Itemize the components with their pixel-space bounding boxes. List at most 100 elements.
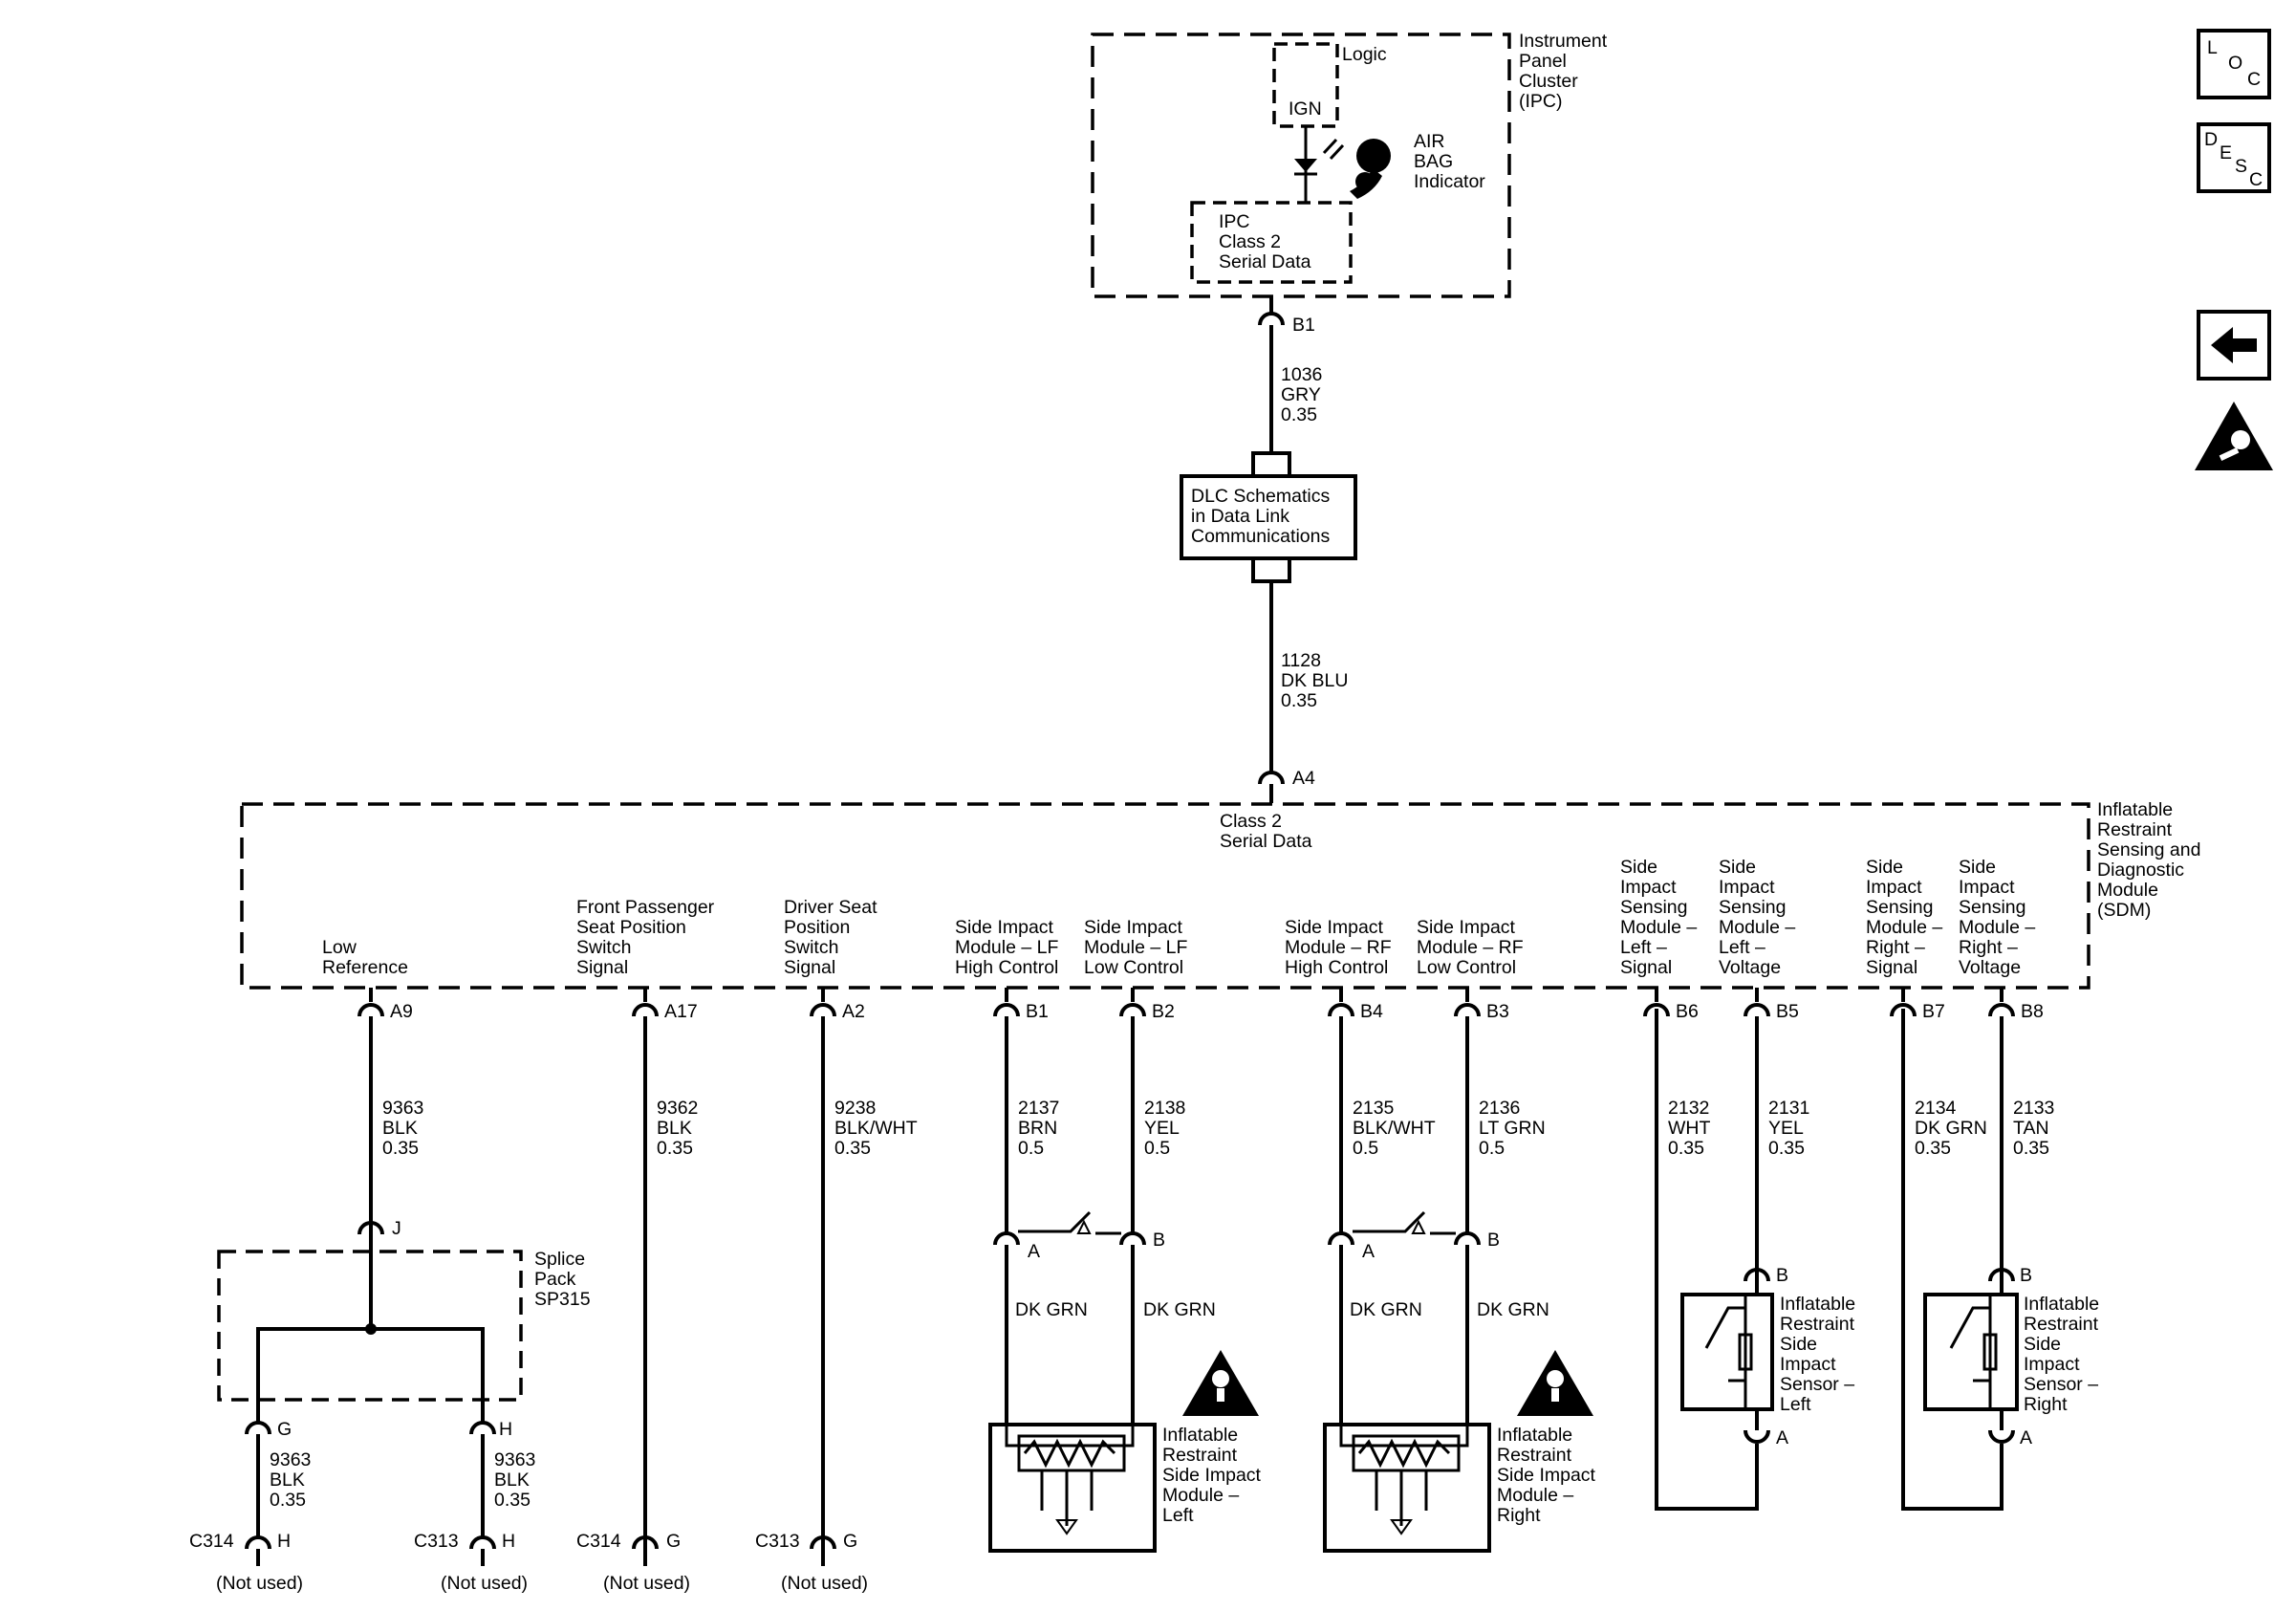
wire-1036: 1036 GRY 0.35 — [1281, 364, 1328, 425]
conn-c313-pin-g: G — [843, 1531, 857, 1552]
logic-label: Logic — [1342, 44, 1387, 65]
pin-rf-b: B — [1487, 1230, 1500, 1251]
sensor-switch-icon — [1704, 1306, 1745, 1349]
wire-rf-b-color: DK GRN — [1477, 1299, 1549, 1320]
conn-c313: C313 — [414, 1531, 459, 1552]
pin-b2: B2 — [1152, 1001, 1175, 1022]
loc-letter-c: C — [2247, 69, 2261, 90]
note-not-used: (Not used) — [603, 1573, 690, 1594]
svg-text:DLC Schematics in Data L: DLC Schematics in Data Link Communicatio… — [1191, 486, 1335, 547]
airbag-indicator-label: AIR BAG Indicator — [1414, 131, 1485, 192]
squib-icon — [1357, 1438, 1451, 1469]
sensor-right-name: Inflatable Restraint Side Impact Sensor … — [2024, 1294, 2105, 1415]
rf-module-name: Inflatable Restraint Side Impact Module … — [1497, 1425, 1600, 1526]
pin-b6: B6 — [1676, 1001, 1699, 1022]
sdm-module: Class 2 Serial Data Inflatable Restraint… — [240, 799, 2206, 990]
note-not-used: (Not used) — [216, 1573, 303, 1594]
conn-c314: C314 — [189, 1531, 234, 1552]
shorting-bar-icon — [1353, 1210, 1426, 1233]
shorting-bar-icon — [1018, 1210, 1092, 1233]
sdm-name: Inflatable Restraint Sensing and Diagnos… — [2097, 799, 2206, 921]
end-connector-a17: C314 G (Not used) — [576, 1531, 690, 1594]
connector-splice-h — [469, 1421, 496, 1435]
connector-b1 — [993, 1003, 1020, 1017]
sdm-class2-label: Class 2 Serial Data — [1220, 811, 1312, 852]
connector-a2 — [810, 1003, 836, 1017]
pin-b1: B1 — [1026, 1001, 1049, 1022]
loc-letter-o: O — [2228, 53, 2242, 74]
connector-b6 — [1643, 1003, 1670, 1017]
side-impact-module-right: A B DK GRN DK GRN Inflatable Restraint S… — [1323, 1210, 1600, 1553]
dlc-schematics-link[interactable]: DLC Schematics in Data Link Communicatio… — [1180, 474, 1357, 560]
lf-module-name: Inflatable Restraint Side Impact Module … — [1162, 1425, 1266, 1526]
ipc-module: Instrument Panel Cluster (IPC) Logic IGN… — [1091, 31, 1613, 298]
wire-lf-a-color: DK GRN — [1015, 1299, 1088, 1320]
pin-sdm-a4: A4 — [1292, 768, 1315, 789]
sensor-switch-icon — [1949, 1306, 1990, 1349]
splice-pack-sp315: J Splice Pack SP315 G 9363 BLK 0.35 C314… — [189, 1218, 591, 1594]
note-not-used: (Not used) — [441, 1573, 528, 1594]
connector-splice-g — [245, 1421, 271, 1435]
connector-c313-h — [469, 1535, 496, 1550]
desc-letter-e: E — [2220, 142, 2232, 163]
wire-rf-a-color: DK GRN — [1350, 1299, 1422, 1320]
pin-sensor-left-b: B — [1776, 1265, 1788, 1286]
pin-rf-a: A — [1362, 1241, 1375, 1262]
side-impact-module-left: A B DK GRN DK GRN Inflatable Restraint S… — [988, 1210, 1266, 1553]
connector-b8 — [1988, 1003, 2015, 1017]
squib-icon — [1023, 1438, 1116, 1469]
connector-splice-j — [357, 1221, 384, 1235]
connector-b3 — [1454, 1003, 1481, 1017]
wire-9363-h: 9363 BLK 0.35 — [494, 1449, 541, 1511]
connector-b4 — [1328, 1003, 1354, 1017]
wire-lf-b-color: DK GRN — [1143, 1299, 1216, 1320]
wire-1128: 1128 DK BLU 0.35 — [1281, 650, 1354, 711]
ipc-name: Instrument Panel Cluster (IPC) — [1519, 31, 1613, 112]
pin-lf-b: B — [1153, 1230, 1165, 1251]
airbag-indicator-icon — [1350, 139, 1391, 199]
pin-ipc-b1: B1 — [1292, 315, 1315, 336]
back-arrow-button[interactable] — [2197, 310, 2271, 381]
airbag-warning-button[interactable] — [2195, 402, 2273, 470]
side-impact-sensor-left: B A Inflatable Restraint Side Impact Sen… — [1655, 1009, 1861, 1511]
loc-button[interactable]: L O C — [2197, 29, 2271, 99]
desc-button[interactable]: D E S C — [2197, 122, 2271, 193]
sensor-left-name: Inflatable Restraint Side Impact Sensor … — [1780, 1294, 1861, 1415]
end-connector-a2: C313 G (Not used) — [755, 1531, 868, 1594]
connector-a17 — [632, 1003, 659, 1017]
wire-9363-g: 9363 BLK 0.35 — [270, 1449, 316, 1511]
pin-b3: B3 — [1486, 1001, 1509, 1022]
pin-a17: A17 — [664, 1001, 698, 1022]
ipc-serial-label: IPC Class 2 Serial Data — [1219, 211, 1311, 272]
note-not-used: (Not used) — [781, 1573, 868, 1594]
pin-sensor-left-a: A — [1776, 1427, 1788, 1448]
pin-splice-h: H — [499, 1419, 512, 1440]
ign-label: IGN — [1289, 98, 1322, 120]
connector-c314-h — [245, 1535, 271, 1550]
